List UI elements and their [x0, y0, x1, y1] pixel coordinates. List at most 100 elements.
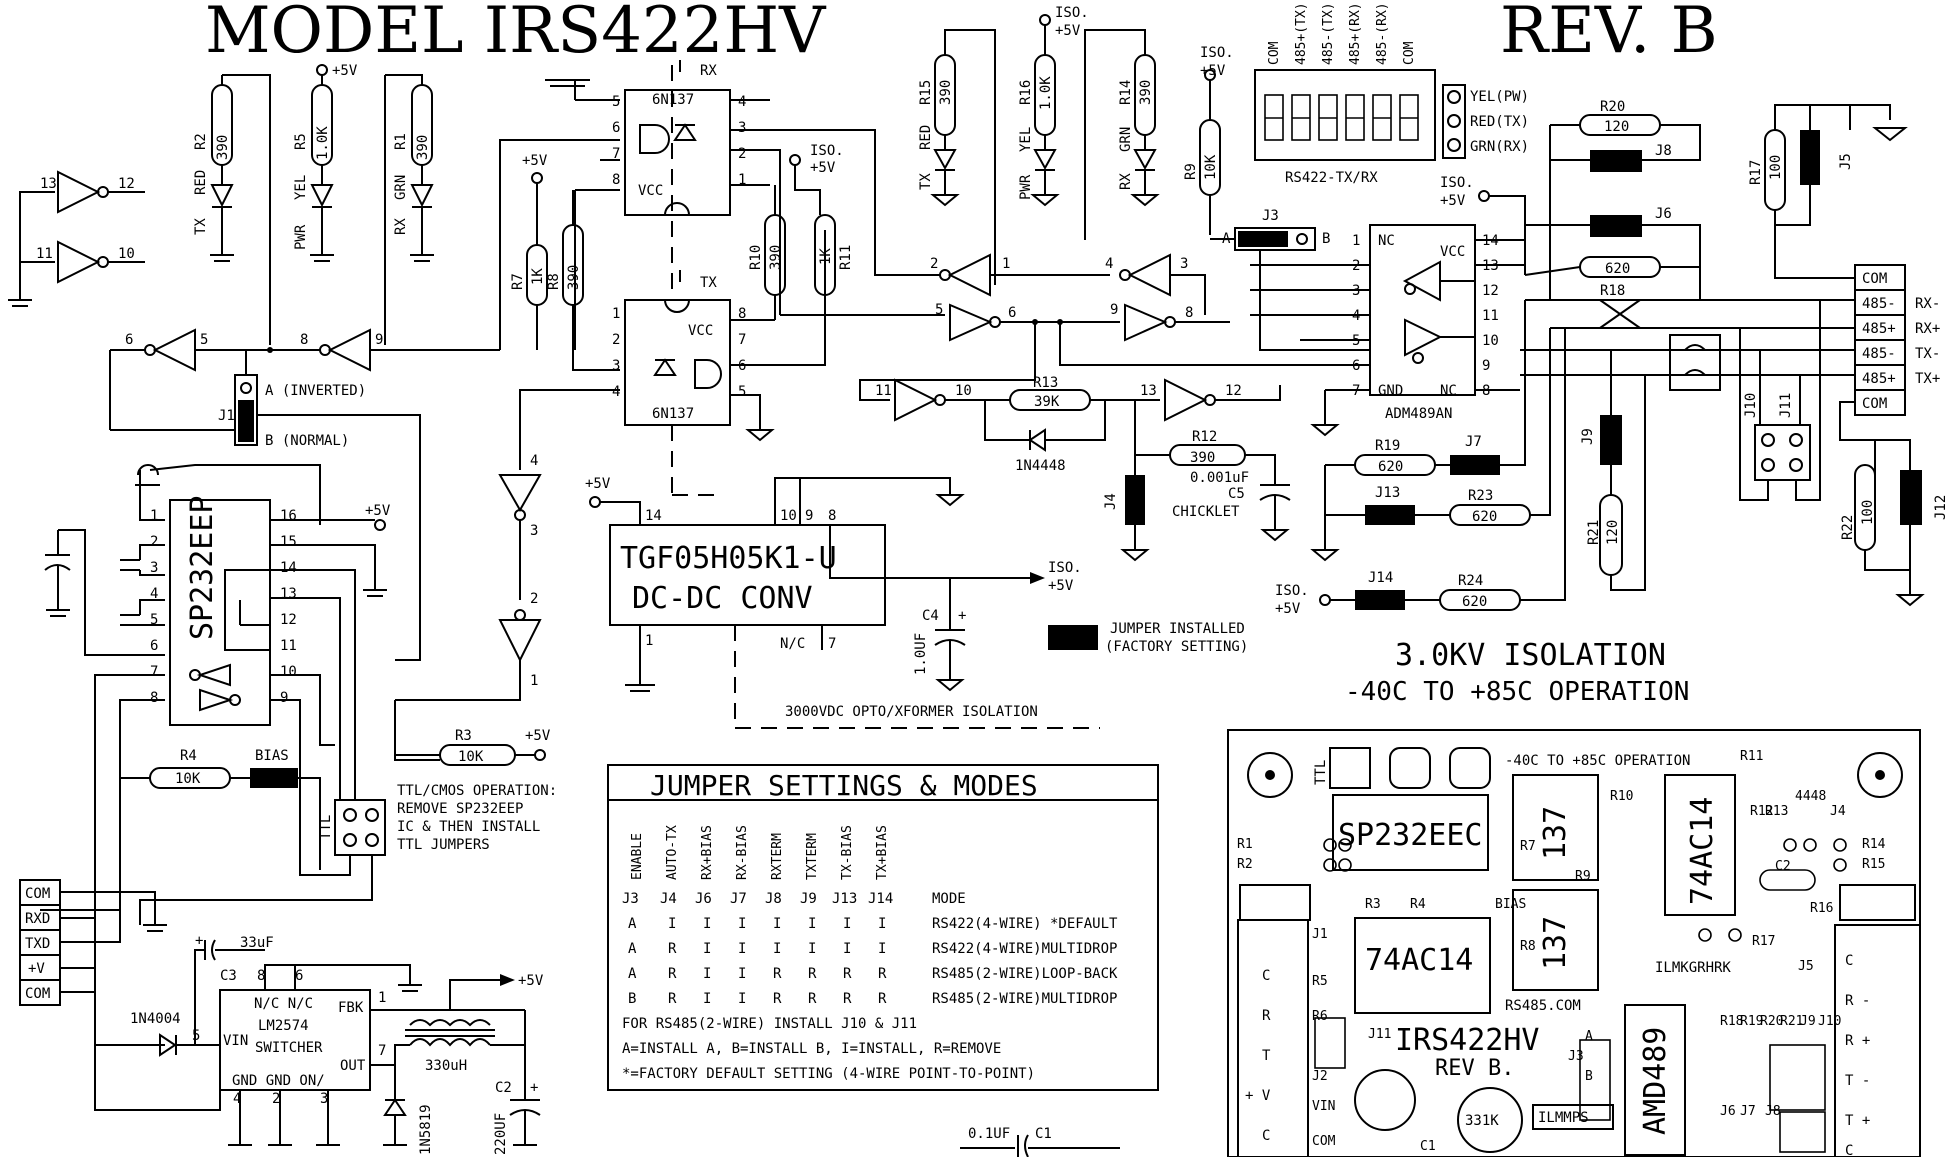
- svg-text:COM: COM: [25, 886, 50, 902]
- svg-text:R5: R5: [1312, 974, 1328, 989]
- svg-text:DC-DC CONV: DC-DC CONV: [632, 581, 813, 616]
- svg-text:12: 12: [280, 612, 297, 628]
- svg-text:RS485.COM: RS485.COM: [1505, 998, 1581, 1014]
- svg-text:331K: 331K: [1465, 1113, 1499, 1129]
- svg-text:J5: J5: [1798, 959, 1814, 974]
- svg-text:2: 2: [272, 1091, 280, 1107]
- svg-text:I: I: [843, 916, 851, 932]
- svg-text:J4: J4: [1830, 804, 1846, 819]
- svg-text:J11: J11: [1368, 1027, 1391, 1042]
- svg-text:J7: J7: [730, 891, 747, 907]
- svg-text:GRN: GRN: [393, 175, 409, 200]
- svg-text:1N4004: 1N4004: [130, 1011, 181, 1027]
- svg-text:C: C: [1262, 968, 1270, 984]
- svg-text:1: 1: [530, 673, 538, 689]
- svg-text:REMOVE SP232EEP: REMOVE SP232EEP: [397, 801, 523, 817]
- svg-text:TX-: TX-: [1915, 346, 1940, 362]
- svg-text:TXD: TXD: [25, 936, 50, 952]
- svg-text:0.1UF: 0.1UF: [968, 1126, 1010, 1142]
- svg-text:485-: 485-: [1862, 296, 1896, 312]
- svg-text:J1: J1: [1312, 927, 1328, 942]
- svg-text:R13: R13: [1033, 375, 1058, 391]
- svg-text:R11: R11: [838, 245, 854, 270]
- svg-text:10K: 10K: [1203, 154, 1219, 180]
- svg-text:TTL JUMPERS: TTL JUMPERS: [397, 837, 490, 853]
- svg-text:3: 3: [738, 120, 746, 136]
- svg-text:J11: J11: [1778, 393, 1794, 418]
- svg-text:RS422-TX/RX: RS422-TX/RX: [1285, 170, 1378, 186]
- svg-text:8: 8: [612, 172, 620, 188]
- svg-text:4: 4: [1105, 256, 1113, 272]
- svg-text:COM: COM: [1862, 396, 1887, 412]
- svg-text:6N137: 6N137: [652, 406, 694, 422]
- svg-text:TX: TX: [193, 218, 209, 235]
- svg-text:C: C: [1845, 1143, 1853, 1157]
- svg-text:I: I: [808, 941, 816, 957]
- svg-text:VCC: VCC: [1440, 244, 1465, 260]
- svg-text:J13: J13: [1375, 485, 1400, 501]
- svg-text:8: 8: [738, 306, 746, 322]
- svg-text:0.001uF: 0.001uF: [1190, 470, 1249, 486]
- svg-text:8: 8: [300, 332, 308, 348]
- svg-text:SP232EEP: SP232EEP: [185, 496, 220, 641]
- svg-text:485-(RX): 485-(RX): [1375, 2, 1390, 65]
- svg-text:485+(TX): 485+(TX): [1294, 2, 1309, 65]
- svg-text:9: 9: [1110, 302, 1118, 318]
- svg-text:1: 1: [645, 633, 653, 649]
- svg-text:J6: J6: [695, 891, 712, 907]
- jumper-table-title: JUMPER SETTINGS & MODES: [650, 769, 1038, 802]
- svg-text:R15: R15: [918, 80, 934, 105]
- bias-network: R19 620 J7 J13 R23 620 ISO. +5V J14 R24 …: [1275, 300, 1646, 617]
- svg-text:R4: R4: [180, 748, 197, 764]
- svg-text:R3: R3: [1365, 897, 1381, 912]
- svg-text:IC & THEN INSTALL: IC & THEN INSTALL: [397, 819, 540, 835]
- svg-text:C2: C2: [495, 1080, 512, 1096]
- svg-text:+5V: +5V: [1440, 193, 1466, 209]
- svg-text:1: 1: [1352, 233, 1360, 249]
- svg-text:R1: R1: [393, 133, 409, 150]
- svg-text:8: 8: [150, 690, 158, 706]
- svg-text:TX: TX: [918, 173, 934, 190]
- svg-text:REV B.: REV B.: [1435, 1056, 1514, 1081]
- svg-text:GND GND ON/: GND GND ON/: [232, 1073, 325, 1089]
- svg-text:RX-BIAS: RX-BIAS: [735, 825, 750, 880]
- svg-text:C5: C5: [1228, 486, 1245, 502]
- svg-text:12: 12: [1225, 383, 1242, 399]
- jumper-note-3: *=FACTORY DEFAULT SETTING (4-WIRE POINT-…: [622, 1066, 1035, 1082]
- page-title: MODEL IRS422HV: [205, 0, 827, 68]
- svg-text:16: 16: [280, 508, 297, 524]
- svg-text:FBK: FBK: [338, 1000, 364, 1016]
- svg-text:BIAS: BIAS: [255, 748, 289, 764]
- svg-text:9: 9: [805, 508, 813, 524]
- svg-text:OUT: OUT: [340, 1058, 366, 1074]
- svg-text:330uH: 330uH: [425, 1058, 467, 1074]
- svg-text:R10: R10: [1610, 789, 1633, 804]
- svg-text:I: I: [843, 941, 851, 957]
- svg-text:R10: R10: [748, 245, 764, 270]
- svg-text:TXTERM: TXTERM: [805, 833, 820, 880]
- svg-text:4: 4: [612, 384, 620, 400]
- svg-text:390: 390: [215, 135, 231, 160]
- svg-text:+: +: [958, 608, 966, 624]
- svg-text:13: 13: [40, 176, 57, 192]
- svg-text:AMD489: AMD489: [1638, 1027, 1673, 1135]
- svg-text:+5V: +5V: [1055, 23, 1081, 39]
- svg-text:485+: 485+: [1862, 371, 1896, 387]
- svg-text:74AC14: 74AC14: [1685, 797, 1720, 905]
- svg-text:14: 14: [280, 560, 297, 576]
- svg-text:NC: NC: [1440, 383, 1457, 399]
- svg-text:TTL: TTL: [1313, 760, 1329, 785]
- svg-text:100: 100: [1768, 155, 1784, 180]
- svg-text:RX: RX: [1118, 173, 1134, 190]
- svg-text:ISO.: ISO.: [810, 143, 844, 159]
- svg-text:I: I: [738, 991, 746, 1007]
- jumper-note-2: A=INSTALL A, B=INSTALL B, I=INSTALL, R=R…: [622, 1041, 1001, 1057]
- svg-text:B: B: [1585, 1069, 1593, 1084]
- svg-text:J12: J12: [1933, 495, 1949, 520]
- svg-text:RED: RED: [918, 125, 934, 150]
- svg-text:4: 4: [233, 1091, 241, 1107]
